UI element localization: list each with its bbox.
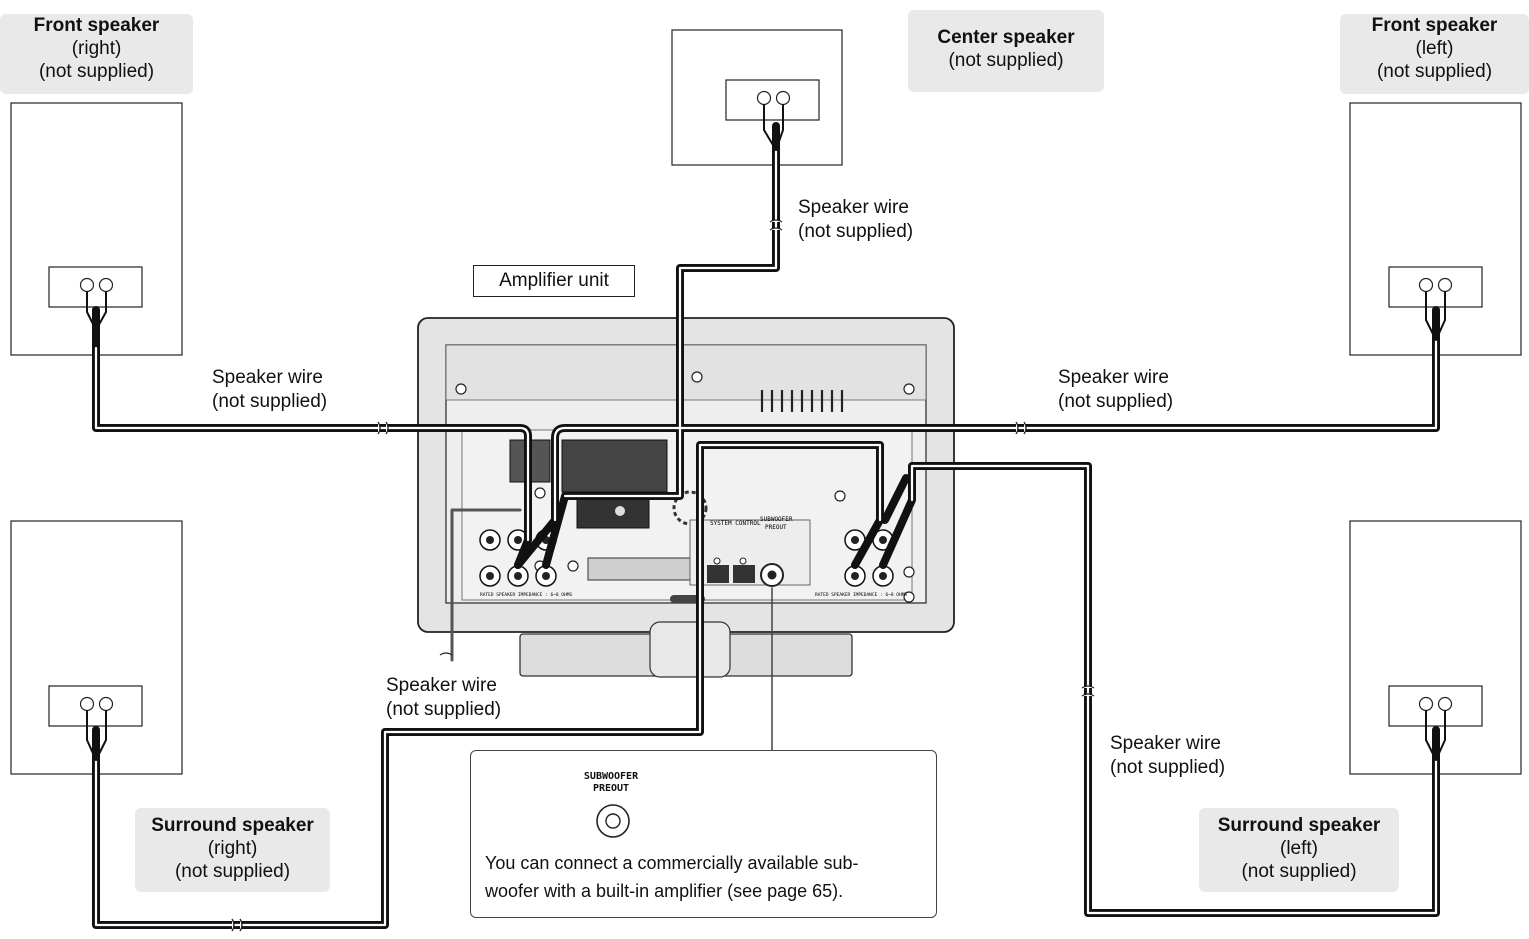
subwoofer-jack-title-1: SUBWOOFER [583,771,639,782]
amplifier-unit-label: Amplifier unit [473,265,635,297]
front-left-speaker-title: Front speaker [1371,15,1498,36]
panel-preout-label: PREOUT [765,524,787,531]
center-speaker-wire-label: Speaker wire (not supplied) [798,196,913,244]
front-left-speaker-side: (left) [1415,38,1454,59]
front-left-wire-title: Speaker wire [1058,367,1169,388]
center-wire-note: (not supplied) [798,221,914,242]
subwoofer-jack-icon [596,804,630,838]
subwoofer-jack-title-2: PREOUT [592,783,630,794]
center-speaker-title: Center speaker [937,27,1075,48]
surround-right-wire-note: (not supplied) [386,699,502,720]
surround-right-speaker-label: Surround speaker (right) (not supplied) [135,808,330,892]
panel-subwoofer-label: SUBWOOFER [760,516,793,523]
surround-right-speaker-wire-label: Speaker wire (not supplied) [386,674,501,722]
front-right-speaker-wire-label: Speaker wire (not supplied) [212,366,327,414]
panel-impedance-left: RATED SPEAKER IMPEDANCE : 6~8 OHMS [480,592,572,598]
front-right-speaker-title: Front speaker [33,15,160,36]
front-left-speaker-label: Front speaker (left) (not supplied) [1340,14,1529,94]
surround-right-speaker-note: (not supplied) [174,861,291,882]
subwoofer-description-line1: You can connect a commercially available… [485,853,859,873]
terminal-plate [48,266,143,308]
front-right-speaker-side: (right) [71,38,122,59]
surround-right-wire-title: Speaker wire [386,675,497,696]
terminal-plate [725,79,820,121]
subwoofer-description-line2: woofer with a built-in amplifier (see pa… [485,881,844,901]
front-right-wire-title: Speaker wire [212,367,323,388]
center-speaker-note: (not supplied) [948,50,1064,71]
front-left-speaker [1349,102,1522,356]
terminal-plate [48,685,143,727]
front-left-wire-note: (not supplied) [1058,391,1174,412]
front-left-speaker-wire-label: Speaker wire (not supplied) [1058,366,1173,414]
front-right-speaker-note: (not supplied) [38,61,155,82]
subwoofer-description: You can connect a commercially available… [485,849,925,905]
surround-left-wire-title: Speaker wire [1110,733,1221,754]
front-right-speaker-label: Front speaker (right) (not supplied) [0,14,193,94]
subwoofer-callout: SUBWOOFER PREOUT You can connect a comme… [470,750,937,918]
subwoofer-jack-title: SUBWOOFER PREOUT [566,771,656,795]
panel-system-control-label: SYSTEM CONTROL [710,520,761,527]
terminal-plate [1388,685,1483,727]
surround-left-speaker-wire-label: Speaker wire (not supplied) [1110,732,1225,780]
front-left-speaker-note: (not supplied) [1376,61,1493,82]
surround-left-speaker-side: (left) [1280,838,1318,859]
center-wire-title: Speaker wire [798,197,909,218]
panel-impedance-right: RATED SPEAKER IMPEDANCE : 6~8 OHMS [815,592,907,598]
amplifier-unit: SYSTEM CONTROL SUBWOOFER PREOUT RATED SP… [417,317,955,678]
surround-left-speaker-note: (not supplied) [1241,861,1357,882]
surround-right-speaker-title: Surround speaker [151,815,314,836]
surround-left-speaker-label: Surround speaker (left) (not supplied) [1199,808,1399,892]
surround-left-wire-note: (not supplied) [1110,757,1226,778]
center-speaker-label: Center speaker (not supplied) [908,10,1104,92]
surround-right-speaker-side: (right) [207,838,258,859]
surround-left-speaker-title: Surround speaker [1217,815,1381,836]
front-right-wire-note: (not supplied) [212,391,328,412]
terminal-plate [1388,266,1483,308]
